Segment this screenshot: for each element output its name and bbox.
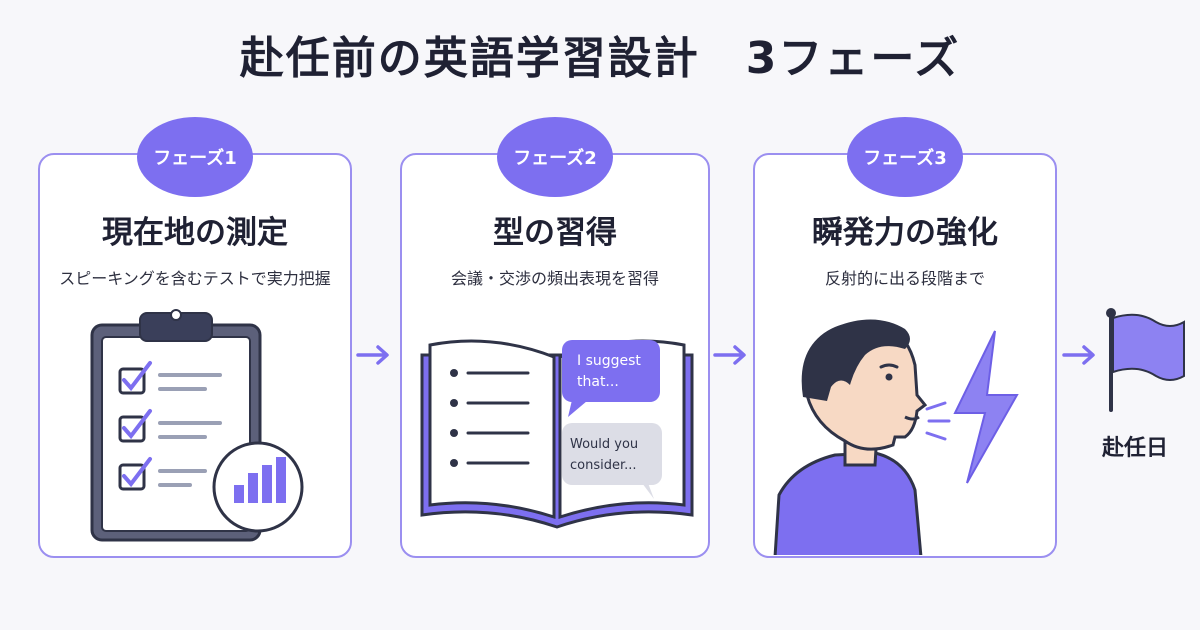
phase-card-3: フェーズ3 瞬発力の強化 反射的に出る段階まで xyxy=(753,117,1057,558)
goal-label: 赴任日 xyxy=(1101,436,1168,461)
svg-text:that...: that... xyxy=(577,374,619,390)
flag-icon xyxy=(1106,308,1185,412)
phase-subtitle-3: 反射的に出る段階まで xyxy=(824,269,985,288)
svg-text:I suggest: I suggest xyxy=(577,353,641,369)
bar-chart-icon xyxy=(212,441,304,533)
phase-subtitle-1: スピーキングを含むテストで実力把握 xyxy=(59,269,331,288)
phase-title-3: 瞬発力の強化 xyxy=(812,215,998,251)
page-title: 赴任前の英語学習設計 3フェーズ xyxy=(239,33,961,84)
phase-badge-3: フェーズ3 xyxy=(847,117,963,197)
phase-title-2: 型の習得 xyxy=(493,215,617,251)
phase-card-2: フェーズ2 型の習得 会議・交渉の頻出表現を習得 I suggest that.… xyxy=(400,117,710,558)
arrow-right-icon xyxy=(713,345,746,365)
checklist-clipboard-icon xyxy=(90,309,304,542)
phase-badge-2: フェーズ2 xyxy=(497,117,613,197)
phase-card-1: フェーズ1 現在地の測定 スピーキングを含むテストで実力把握 xyxy=(38,117,352,558)
svg-text:consider...: consider... xyxy=(570,458,637,473)
svg-text:Would you: Would you xyxy=(570,437,638,452)
arrow-right-icon xyxy=(1062,345,1095,365)
speech-bubble-icon: I suggest that... Would you consider... xyxy=(562,340,662,499)
arrow-right-icon xyxy=(356,345,389,365)
phase-title-1: 現在地の測定 xyxy=(102,215,288,251)
phase-badge-1: フェーズ1 xyxy=(137,117,253,197)
lightning-icon xyxy=(953,330,1019,484)
speaking-person-icon xyxy=(773,319,1019,555)
open-book-icon: I suggest that... Would you consider... xyxy=(420,339,694,529)
phase-subtitle-2: 会議・交渉の頻出表現を習得 xyxy=(450,269,659,288)
